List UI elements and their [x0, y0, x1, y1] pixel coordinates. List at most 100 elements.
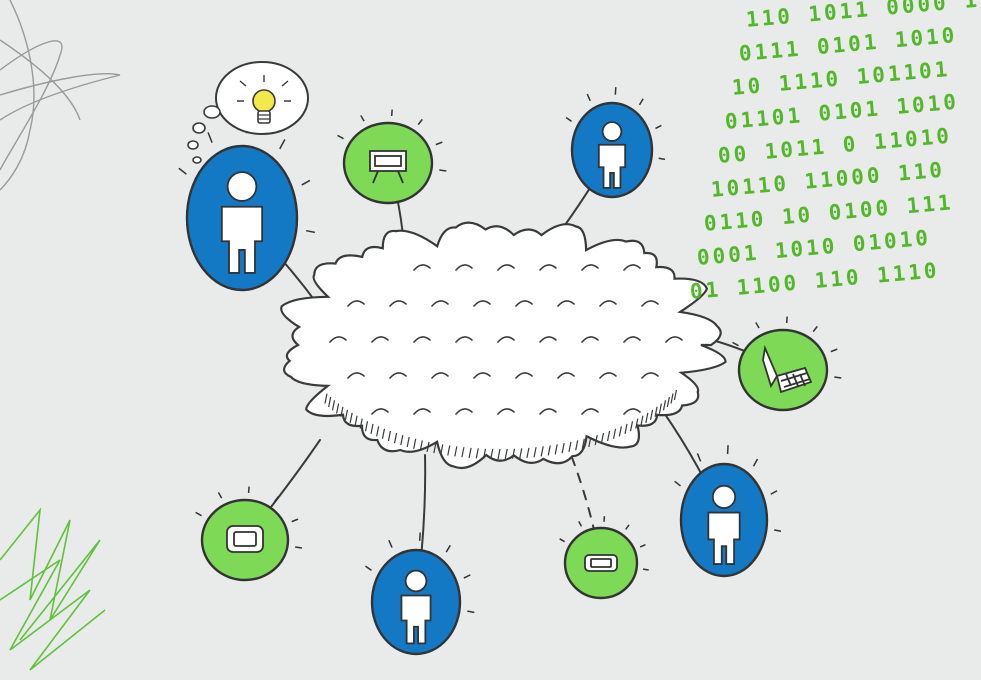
node-glow-tick — [812, 325, 818, 333]
node-glow-tick — [559, 538, 565, 543]
cloud-shade-tick — [454, 446, 458, 457]
cloud-shade-tick — [526, 447, 530, 458]
node-glow-tick — [732, 341, 739, 347]
cloud-curl — [389, 372, 407, 379]
cloud-curl — [455, 336, 473, 343]
cloud-shade-tick — [354, 415, 358, 426]
network-nodes — [178, 87, 842, 656]
cloud-curl — [623, 408, 641, 415]
node-glow-tick — [445, 544, 451, 553]
cloud-curl — [623, 264, 641, 271]
node-glow-tick — [195, 511, 202, 517]
node-glow-tick — [642, 568, 649, 571]
network-node-laptop — [732, 316, 842, 412]
node-glow-tick — [834, 376, 842, 379]
tablet-icon — [226, 525, 264, 553]
cloud-shade-tick — [324, 393, 328, 404]
cloud-shade-tick — [426, 441, 430, 452]
cloud-shade-tick — [554, 444, 558, 455]
cloud-curl — [497, 336, 515, 343]
cloud-shade-tick — [461, 447, 465, 458]
node-glow-tick — [696, 453, 702, 462]
node-glow-tick — [774, 529, 782, 532]
cloud-curl — [581, 408, 599, 415]
network-node-tablet — [195, 486, 303, 582]
presentation-board-icon — [369, 150, 407, 184]
cloud-shade-tick — [561, 443, 565, 454]
cloud-curl — [599, 300, 617, 307]
node-glow-tick — [638, 98, 644, 106]
cloud-shade-tick — [533, 447, 537, 458]
cloud-shade-tick — [433, 443, 437, 454]
cloud-shade-tick — [393, 432, 398, 444]
cloud-curl — [371, 336, 389, 343]
cloud-curl — [389, 300, 407, 307]
cloud-shade-tick — [336, 403, 340, 414]
cloud-curl — [665, 336, 683, 343]
node-circle — [737, 328, 829, 412]
cloud-shade-tick — [666, 396, 670, 408]
cloud-shade-tick — [440, 444, 444, 455]
cloud-curl — [371, 408, 389, 415]
cloud-shade-tick — [413, 438, 417, 449]
network-node-phone — [559, 516, 649, 600]
cloud-shade-tick — [482, 448, 487, 459]
cloud-shade-tick — [331, 400, 336, 411]
cloud-curl — [515, 300, 533, 307]
node-glow-tick — [655, 124, 662, 130]
cloud-icon — [280, 221, 727, 470]
laptop-icon — [762, 344, 813, 394]
cloud-shade-tick — [381, 428, 386, 439]
person-icon — [707, 484, 741, 565]
person-icon — [400, 569, 432, 645]
cloud-shade-tick — [387, 430, 392, 442]
node-glow-tick — [463, 574, 471, 579]
cloud-shade-tick — [359, 418, 363, 429]
cloud-shade-tick — [349, 412, 353, 423]
cloud-shade-tick — [645, 412, 649, 423]
cloud-shade-tick — [370, 423, 374, 434]
node-glow-tick — [586, 93, 591, 102]
network-node-person — [178, 121, 316, 292]
cloud-shade-tick — [406, 436, 410, 448]
cloud-curl — [413, 264, 431, 271]
cloud-shade-tick — [624, 423, 628, 434]
pencil-scribble-top-left — [0, 0, 121, 191]
cloud-shade-tick — [600, 432, 605, 444]
thought-bubble — [187, 61, 309, 164]
lightbulb-icon — [237, 75, 291, 124]
cloud-shade-tick — [540, 446, 544, 457]
cloud-curl — [515, 372, 533, 379]
cloud-curl — [581, 264, 599, 271]
cloud-shade-tick — [658, 403, 662, 414]
sketch-canvas — [0, 0, 842, 671]
node-glow-tick — [578, 521, 583, 527]
node-glow-tick — [467, 610, 475, 614]
cloud-shade-tick — [612, 428, 617, 439]
cloud-curl — [623, 336, 641, 343]
cloud-shade-tick — [519, 448, 523, 459]
cloud-shade-tick — [618, 426, 622, 437]
cloud-shade-tick — [475, 448, 479, 459]
cloud-curl — [539, 408, 557, 415]
cloud-shade-tick — [344, 409, 349, 420]
cloud-curl — [497, 408, 515, 415]
cloud-curl — [455, 408, 473, 415]
node-glow-tick — [639, 544, 646, 548]
green-scribble-stroke — [0, 559, 106, 671]
cloud-shade-tick — [640, 415, 644, 426]
cloud-shade-tick — [511, 448, 516, 459]
cloud-shade-tick — [673, 389, 678, 401]
person-icon — [220, 171, 264, 274]
person-icon — [597, 121, 627, 189]
cloud-curl — [473, 300, 491, 307]
node-glow-tick — [291, 518, 299, 523]
cloud-shade-tick — [376, 426, 380, 437]
cloud-shade-tick — [447, 445, 451, 456]
cloud-shade-tick — [594, 434, 598, 446]
cloud-shade-tick — [670, 393, 674, 404]
cloud-curl — [539, 336, 557, 343]
cloud-shade-tick — [419, 440, 423, 451]
cloud-curl — [413, 408, 431, 415]
cloud-curl — [455, 264, 473, 271]
